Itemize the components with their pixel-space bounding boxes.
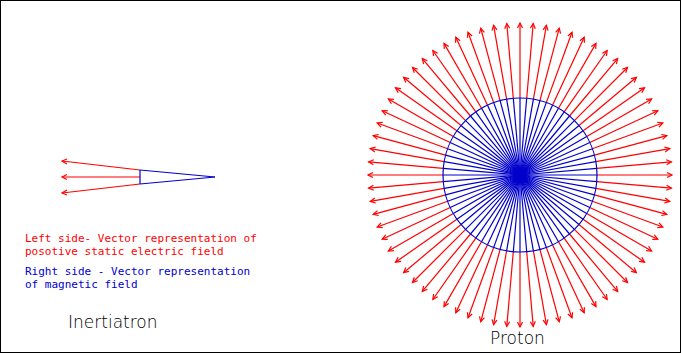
proton-core — [515, 170, 525, 180]
electric-field-arrows — [62, 159, 140, 195]
magnetic-field-lines — [140, 170, 215, 184]
electric-field-arrows — [368, 23, 672, 327]
magnetic-field-lines — [443, 98, 597, 252]
legend-note: Left side- Vector representation of poso… — [25, 232, 265, 258]
figure-title: Inertiatron — [68, 312, 158, 332]
legend-note: Right side - Vector representation of ma… — [25, 265, 265, 291]
proton-figure — [368, 23, 672, 327]
figure-title: Proton — [490, 328, 545, 348]
inertiatron-figure — [62, 159, 215, 195]
